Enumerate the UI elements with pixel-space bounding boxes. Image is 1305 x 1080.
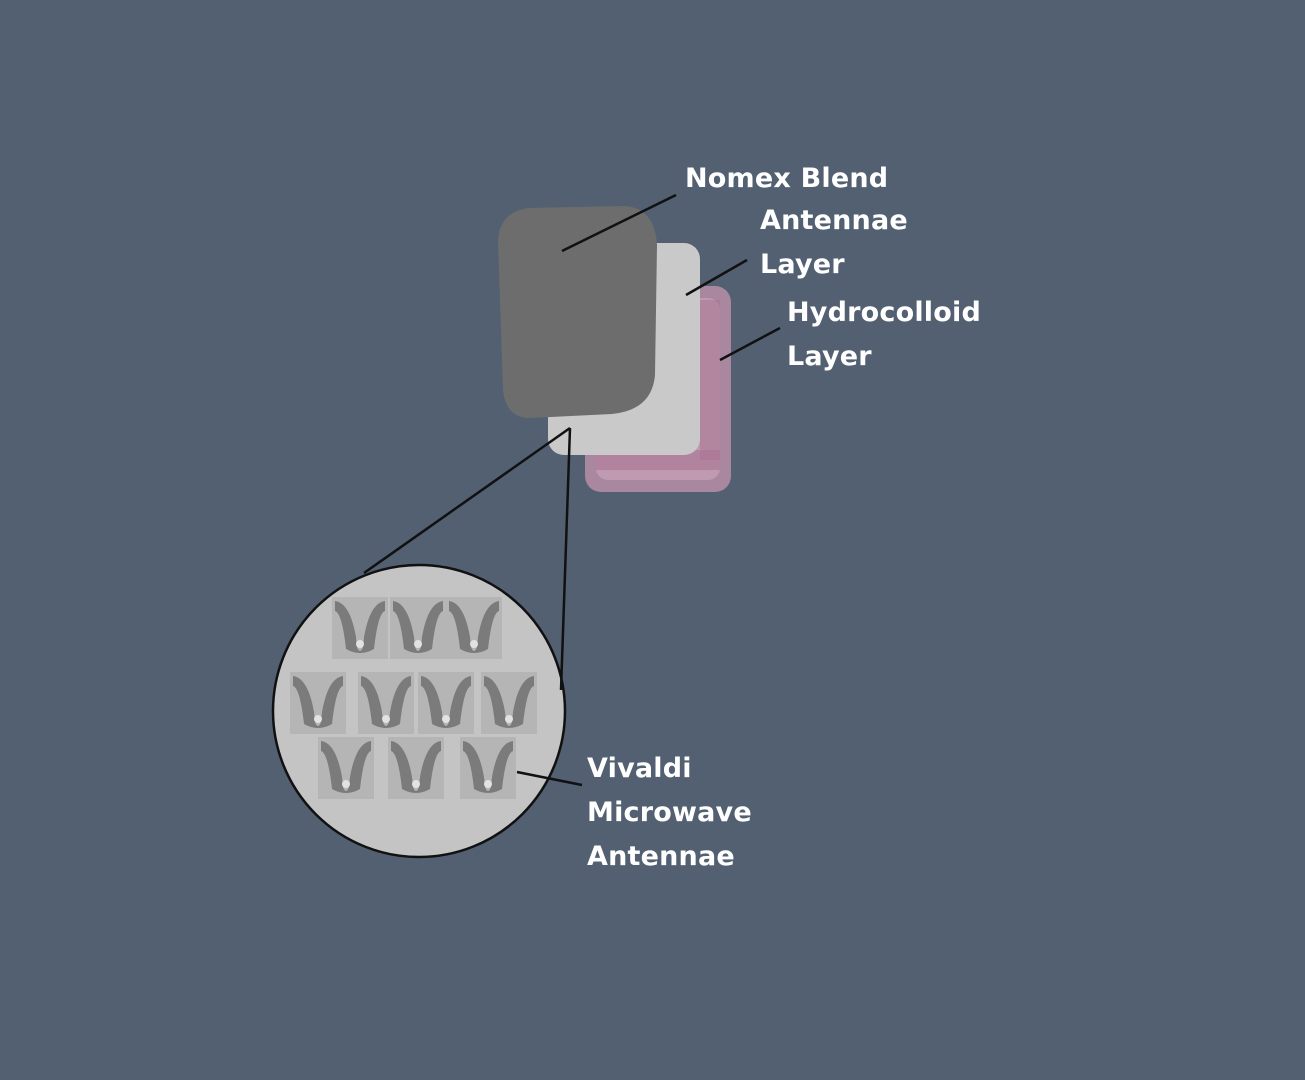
leader-vivaldi	[516, 770, 583, 787]
vivaldi-antenna-icon	[388, 737, 444, 799]
label-nomex-blend: Nomex Blend	[685, 157, 888, 201]
leader-antennae-layer	[685, 258, 748, 297]
label-line: Microwave	[587, 797, 752, 828]
nomex-blend-layer	[498, 206, 657, 418]
leader-lines	[516, 193, 781, 787]
label-antennae-layer: Antennae Layer	[760, 199, 908, 287]
zoom-lines	[363, 426, 572, 691]
label-hydrocolloid-layer: Hydrocolloid Layer	[787, 291, 981, 379]
label-line: Vivaldi	[587, 753, 692, 784]
vivaldi-antenna-icon	[358, 672, 414, 734]
vivaldi-antenna-icon	[460, 737, 516, 799]
label-line: Antennae	[587, 841, 735, 872]
vivaldi-antenna-icon	[418, 672, 474, 734]
zoom-line-left	[363, 426, 571, 575]
vivaldi-antenna-icon	[332, 597, 388, 659]
label-line: Antennae	[760, 205, 908, 236]
label-line: Layer	[787, 341, 872, 372]
leader-nomex	[561, 193, 677, 253]
vivaldi-antenna-icon	[318, 737, 374, 799]
label-vivaldi-antennae: Vivaldi Microwave Antennae	[587, 747, 752, 879]
antenna-grid	[290, 597, 537, 799]
label-line: Hydrocolloid	[787, 297, 981, 328]
vivaldi-antenna-icon	[481, 672, 537, 734]
zoom-line-right	[559, 427, 572, 691]
magnifier-circle	[271, 563, 567, 859]
leader-hydrocolloid	[719, 326, 781, 362]
label-line: Nomex Blend	[685, 163, 889, 194]
vivaldi-antenna-icon	[446, 597, 502, 659]
label-line: Layer	[760, 249, 845, 280]
vivaldi-antenna-icon	[290, 672, 346, 734]
vivaldi-antenna-icon	[390, 597, 446, 659]
